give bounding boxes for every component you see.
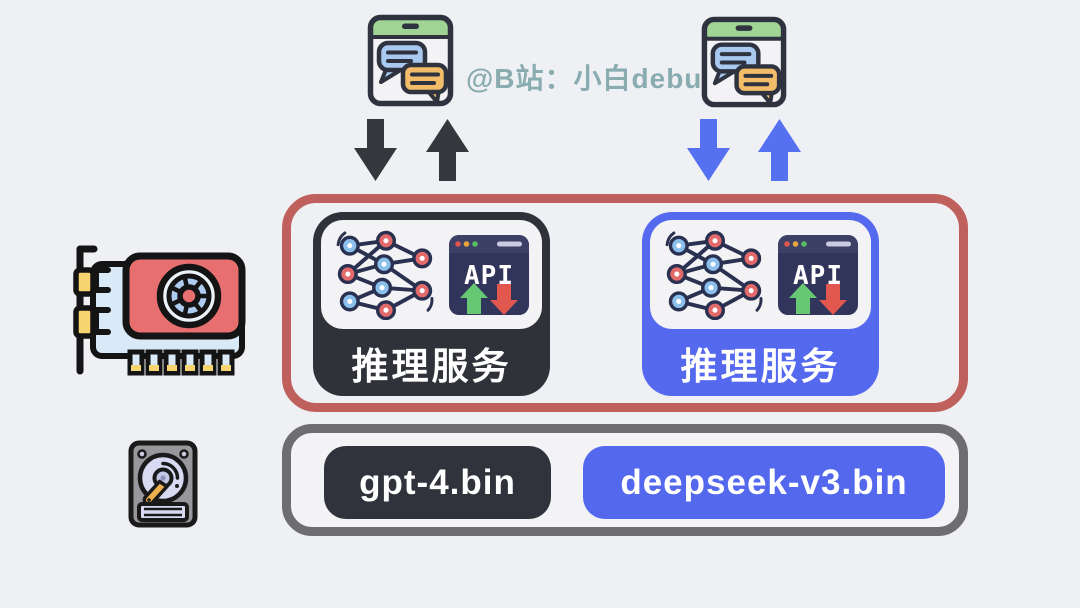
inference-service-label: 推理服务 [680,345,841,387]
chat-window-icon [701,16,787,108]
service-icon-panel: API [650,220,871,329]
response-up-arrow-icon [426,119,469,181]
chat-window-icon [367,14,454,107]
inference-service-card-2: API 推理服务 [642,212,879,396]
response-up-arrow-icon [758,119,801,181]
request-down-arrow-icon [687,119,730,181]
model-file-gpt4: gpt-4.bin [324,446,551,519]
gpu-card-icon [73,245,246,376]
watermark-text: @B站：小白debug [466,63,721,94]
model-file-deepseek: deepseek-v3.bin [583,446,945,519]
inference-service-card-1: API 推理服务 [313,212,550,396]
hard-disk-icon [128,440,198,528]
neural-network-icon [665,230,763,320]
api-window-icon: API [778,234,858,315]
neural-network-icon [336,230,434,320]
api-window-icon: API [449,234,529,315]
inference-service-label: 推理服务 [351,345,512,387]
request-down-arrow-icon [354,119,397,181]
gpu-container [282,194,968,412]
service-icon-panel: API [321,220,542,329]
